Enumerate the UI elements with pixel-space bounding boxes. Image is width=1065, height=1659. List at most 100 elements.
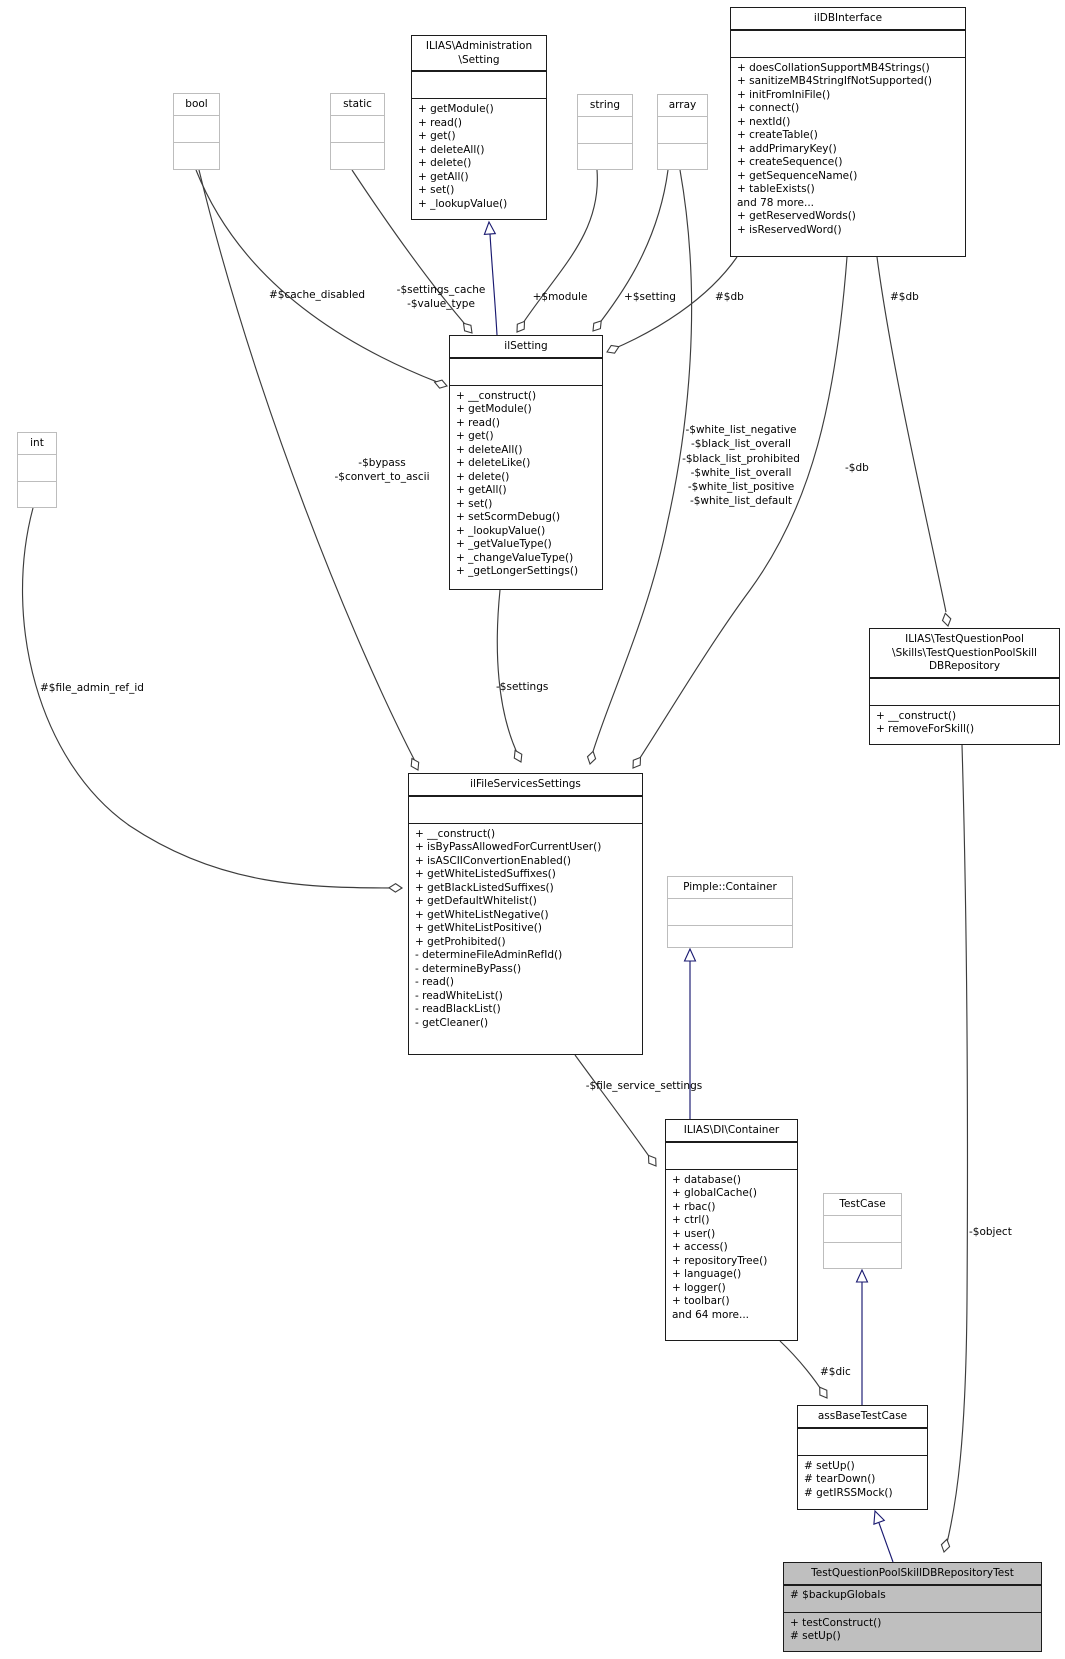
method-label: + getSequenceName() bbox=[737, 169, 858, 182]
method-label: # getIRSSMock() bbox=[804, 1486, 893, 1499]
method-label: + __construct() bbox=[456, 389, 537, 402]
class-title-line: ILIAS\TestQuestionPool bbox=[905, 633, 1024, 645]
edge-label-line: -$black_list_overall bbox=[691, 438, 791, 451]
method-label: + initFromIniFile() bbox=[737, 88, 831, 101]
edge-label-line: -$settings_cache bbox=[396, 284, 486, 296]
method-label: + _lookupValue() bbox=[456, 524, 546, 537]
class-node-current[interactable]: TestQuestionPoolSkillDBRepositoryTest# $… bbox=[783, 1562, 1042, 1652]
inheritance-arrow-icon bbox=[873, 1509, 886, 1526]
method-label: + user() bbox=[672, 1227, 716, 1240]
member-edge bbox=[594, 169, 669, 330]
method-label: and 64 more... bbox=[672, 1308, 750, 1321]
class-title-line: array bbox=[668, 99, 697, 111]
class-methods-section: + doesCollationSupportMB4Strings()+ sani… bbox=[731, 58, 965, 257]
member-edge bbox=[496, 589, 520, 758]
aggregation-diamond-icon bbox=[940, 1538, 951, 1553]
class-title: TestCase bbox=[824, 1194, 901, 1216]
class-attributes-section bbox=[412, 72, 546, 99]
class-title-line: TestQuestionPoolSkillDBRepositoryTest bbox=[811, 1567, 1014, 1579]
edge-label-settings_cache: -$settings_cache -$value_type bbox=[397, 283, 486, 312]
method-label: + __construct() bbox=[415, 827, 496, 840]
class-attributes-section bbox=[450, 359, 602, 386]
edge-label-line: -$convert_to_ascii bbox=[334, 471, 430, 484]
class-node-ildbinterface[interactable]: ilDBInterface+ doesCollationSupportMB4St… bbox=[730, 7, 966, 257]
inheritance-edge bbox=[489, 233, 498, 336]
edge-label-line: +$setting bbox=[624, 291, 676, 303]
method-label: + repositoryTree() bbox=[672, 1254, 768, 1267]
aggregation-diamond-icon bbox=[592, 320, 602, 332]
class-methods-section: + database()+ globalCache()+ rbac()+ ctr… bbox=[666, 1170, 797, 1341]
edge-label-line: -$bypass bbox=[358, 457, 406, 469]
edge-label-line: #$cache_disabled bbox=[268, 289, 366, 301]
class-node-static[interactable]: static bbox=[330, 93, 385, 170]
class-title: ilFileServicesSettings bbox=[409, 774, 642, 797]
class-attributes-section bbox=[870, 679, 1059, 706]
edge-label-db_repo: #$db bbox=[890, 290, 919, 304]
class-node-assbase[interactable]: assBaseTestCase# setUp()# tearDown()# ge… bbox=[797, 1405, 928, 1510]
method-label: + deleteLike() bbox=[456, 457, 531, 469]
method-label: + isASCIIConvertionEnabled() bbox=[415, 854, 572, 867]
class-methods-section bbox=[668, 926, 792, 948]
edge-label-line: -$object bbox=[969, 1226, 1012, 1238]
class-methods-section: + getModule()+ read()+ get()+ deleteAll(… bbox=[412, 99, 546, 219]
edge-label-cache: #$cache_disabled bbox=[269, 288, 365, 302]
edge-label-fss_di: -$file_service_settings bbox=[586, 1079, 702, 1093]
edge-label-line: #$db bbox=[715, 291, 744, 303]
aggregation-diamond-icon bbox=[647, 1154, 657, 1167]
class-node-pimple[interactable]: Pimple::Container bbox=[667, 876, 793, 948]
class-title-line: Pimple::Container bbox=[683, 881, 777, 893]
class-node-admin_setting[interactable]: ILIAS\Administration\Setting+ getModule(… bbox=[411, 35, 547, 220]
method-label: # setUp() bbox=[790, 1630, 841, 1642]
class-attributes-section bbox=[578, 117, 632, 144]
method-label: + ctrl() bbox=[672, 1214, 710, 1226]
edge-label-file_admin: #$file_admin_ref_id bbox=[40, 681, 144, 695]
aggregation-diamond-icon bbox=[819, 1386, 828, 1399]
class-title: ILIAS\TestQuestionPool\Skills\TestQuesti… bbox=[870, 629, 1059, 679]
member-edge bbox=[21, 507, 399, 889]
method-label: # setUp() bbox=[804, 1459, 855, 1472]
method-label: + _changeValueType() bbox=[456, 551, 574, 564]
class-attributes-section bbox=[174, 116, 219, 143]
class-attributes-section bbox=[824, 1216, 901, 1243]
edge-label-line: -$value_type bbox=[407, 298, 475, 311]
class-node-dicontainer[interactable]: ILIAS\DI\Container+ database()+ globalCa… bbox=[665, 1119, 798, 1341]
edge-label-bypass: -$bypass -$convert_to_ascii bbox=[335, 456, 430, 485]
class-attributes-section bbox=[666, 1143, 797, 1170]
class-node-testcase[interactable]: TestCase bbox=[823, 1193, 902, 1269]
method-label: + toolbar() bbox=[672, 1295, 730, 1307]
class-node-dbrepository[interactable]: ILIAS\TestQuestionPool\Skills\TestQuesti… bbox=[869, 628, 1060, 745]
class-methods-section bbox=[658, 144, 707, 170]
aggregation-diamond-icon bbox=[516, 320, 526, 333]
class-title: int bbox=[18, 433, 56, 455]
edge-label-object: -$object bbox=[969, 1225, 1012, 1239]
member-edge bbox=[590, 169, 693, 759]
class-title-line: string bbox=[589, 99, 621, 111]
class-node-bool[interactable]: bool bbox=[173, 93, 220, 170]
member-edge bbox=[351, 169, 471, 331]
class-title: TestQuestionPoolSkillDBRepositoryTest bbox=[784, 1563, 1041, 1586]
method-label: + logger() bbox=[672, 1281, 726, 1294]
class-node-int[interactable]: int bbox=[17, 432, 57, 508]
class-node-array[interactable]: array bbox=[657, 94, 708, 170]
method-label: + addPrimaryKey() bbox=[737, 142, 837, 155]
class-node-string[interactable]: string bbox=[577, 94, 633, 170]
method-label: + deleteAll() bbox=[418, 143, 485, 156]
method-label: + removeForSkill() bbox=[876, 723, 975, 735]
inheritance-arrow-icon bbox=[483, 220, 497, 236]
method-label: + isByPassAllowedForCurrentUser() bbox=[415, 841, 602, 853]
method-label: + set() bbox=[418, 184, 455, 196]
aggregation-diamond-icon bbox=[410, 757, 420, 771]
class-node-filesettings[interactable]: ilFileServicesSettings+ __construct()+ i… bbox=[408, 773, 643, 1055]
method-label: + delete() bbox=[456, 470, 510, 483]
method-label: and 78 more... bbox=[737, 196, 815, 209]
edge-label-line: -$white_list_default bbox=[689, 495, 793, 508]
method-label: + createTable() bbox=[737, 129, 818, 141]
method-label: + get() bbox=[456, 430, 494, 442]
class-methods-section: + testConstruct()# setUp() bbox=[784, 1613, 1041, 1652]
class-title-line: ILIAS\Administration bbox=[425, 40, 533, 52]
method-label: + tableExists() bbox=[737, 183, 815, 195]
class-node-ilsetting[interactable]: ilSetting+ __construct()+ getModule()+ r… bbox=[449, 335, 603, 590]
class-attributes-section bbox=[18, 455, 56, 482]
method-label: + getWhiteListedSuffixes() bbox=[415, 868, 556, 880]
